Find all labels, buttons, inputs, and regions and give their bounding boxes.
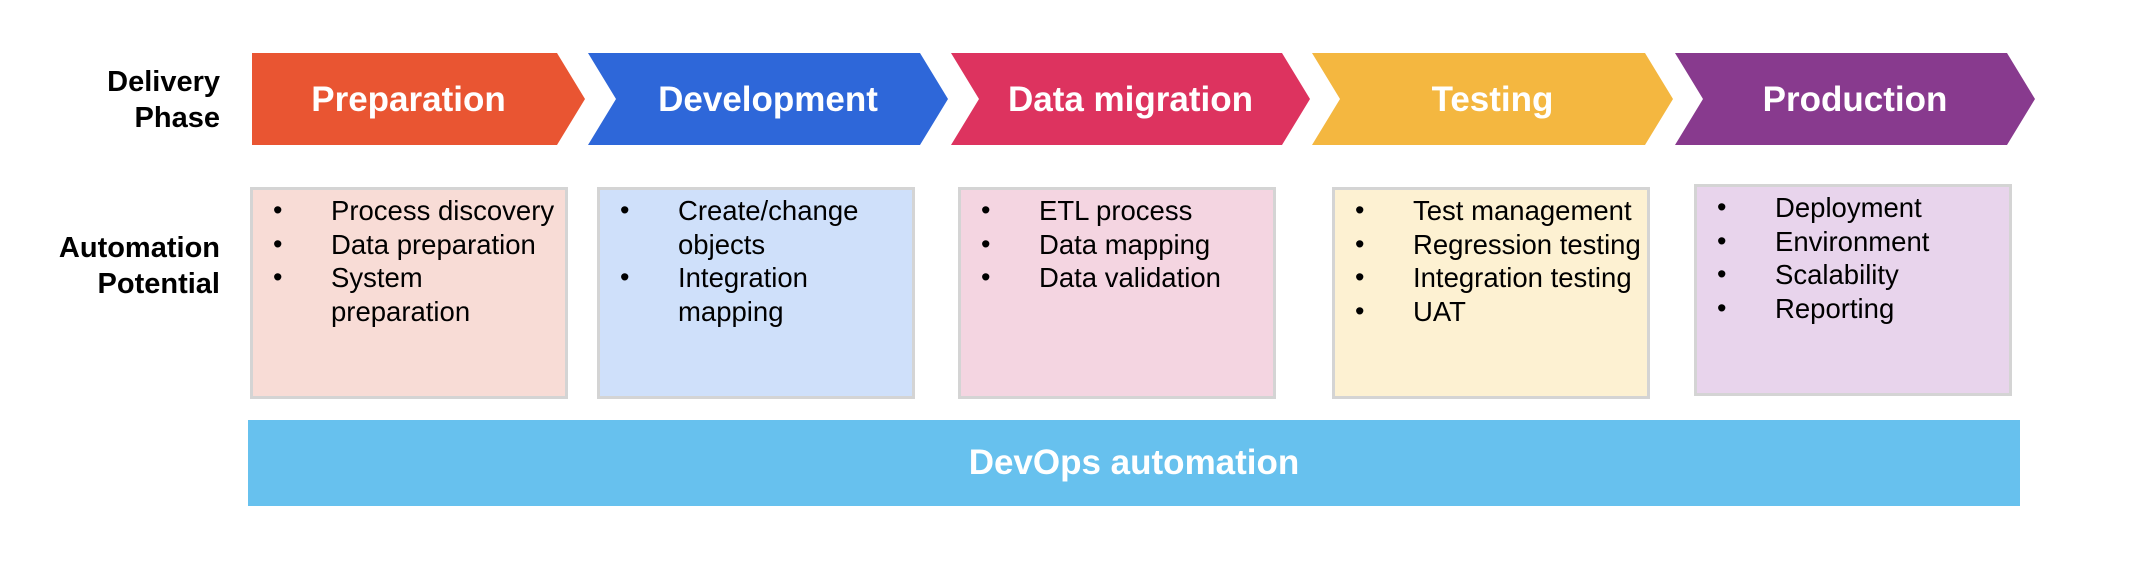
automation-list-item: • Scalability [1697, 258, 2009, 292]
phase-chevron-production [1675, 53, 2035, 145]
phase-chevron-label: Production [1763, 80, 1948, 119]
automation-item-text: Data mapping [1039, 228, 1211, 260]
automation-item-text: UAT [1413, 295, 1466, 327]
automation-list: • ETL process • Data mapping • Data validatio… [961, 194, 1273, 295]
bullet-icon: • [1355, 195, 1365, 225]
bullet-icon: • [273, 228, 283, 259]
automation-list-item: • Data preparation [253, 228, 565, 262]
automation-list-item: • System preparation [253, 261, 565, 328]
bullet-icon: • [273, 195, 283, 225]
automation-list-item: • Integration testing [1335, 261, 1647, 295]
automation-item-text: Regression testing [1413, 228, 1641, 260]
bullet-icon: • [1717, 292, 1727, 323]
automation-item-text: Scalability [1775, 259, 1899, 290]
automation-item-text: System preparation [331, 262, 471, 327]
automation-item-text: Data validation [1039, 262, 1221, 293]
phase-chevron-development [588, 53, 948, 145]
automation-box-development: • Create/change objects • Integration mappi… [597, 187, 915, 399]
automation-list-item: • Data mapping [961, 228, 1273, 262]
automation-list-item: • Create/change objects [600, 194, 912, 261]
automation-list-item: • ETL process [961, 194, 1273, 228]
bullet-icon: • [1717, 259, 1727, 289]
bullet-icon: • [981, 262, 991, 292]
automation-list-item: • Data validation [961, 261, 1273, 295]
automation-list-item: • Reporting [1697, 292, 2009, 326]
phase-chevron-testing [1312, 53, 1673, 145]
bullet-icon: • [273, 262, 283, 292]
bullet-icon: • [1355, 228, 1365, 259]
bullet-icon: • [981, 195, 991, 225]
automation-item-text: Reporting [1775, 292, 1895, 324]
automation-item-text: Environment [1775, 225, 1930, 257]
automation-item-text: Process discovery [331, 195, 555, 226]
automation-list-item: • Test management [1335, 194, 1647, 228]
automation-list: • Process discovery • Data preparation • Syst… [253, 194, 565, 328]
phase-chevron-label: Development [658, 80, 878, 119]
automation-list-item: • Regression testing [1335, 228, 1647, 262]
bullet-icon: • [1717, 225, 1727, 256]
delivery-phase-label: Delivery Phase [107, 66, 220, 134]
bullet-icon: • [620, 262, 630, 292]
phase-chevron-preparation [252, 53, 585, 145]
automation-potential-label: Automation Potential [58, 232, 220, 300]
automation-list-item: • Process discovery [253, 194, 565, 228]
automation-item-text: Integration mapping [678, 262, 808, 327]
automation-list-item: • UAT [1335, 295, 1647, 329]
devops-automation-bar: DevOps automation [248, 420, 2020, 506]
automation-item-text: Create/change objects [678, 195, 859, 260]
automation-item-text: Integration testing [1413, 262, 1632, 293]
automation-box-production: • Deployment • Environment • Scalability • Repo… [1694, 184, 2012, 396]
automation-list-item: • Deployment [1697, 191, 2009, 225]
automation-list-item: • Integration mapping [600, 261, 912, 328]
automation-item-text: Test management [1413, 195, 1632, 226]
phase-chevron-data-migration [951, 53, 1310, 145]
automation-box-data-migration: • ETL process • Data mapping • Data validatio… [958, 187, 1276, 399]
automation-box-testing: • Test management • Regression testing • Inte… [1332, 187, 1650, 399]
automation-item-text: ETL process [1039, 195, 1193, 226]
automation-box-preparation: • Process discovery • Data preparation • Syst… [250, 187, 568, 399]
phase-chevron-label: Testing [1432, 80, 1554, 119]
automation-item-text: Data preparation [331, 228, 536, 260]
bullet-icon: • [1355, 295, 1365, 326]
phase-chevron-label: Preparation [311, 80, 506, 119]
automation-list: • Deployment • Environment • Scalability • Repo… [1697, 191, 2009, 325]
phase-chevron-label: Data migration [1008, 80, 1253, 119]
automation-list: • Create/change objects • Integration mappi… [600, 194, 912, 328]
automation-list-item: • Environment [1697, 225, 2009, 259]
devops-automation-label: DevOps automation [968, 443, 1300, 482]
automation-list: • Test management • Regression testing • Inte… [1335, 194, 1647, 328]
bullet-icon: • [1717, 192, 1727, 222]
bullet-icon: • [1355, 262, 1365, 292]
automation-item-text: Deployment [1775, 192, 1922, 223]
delivery-phase-chevrons: Preparation Development Data migration Test… [252, 53, 2035, 145]
bullet-icon: • [620, 195, 630, 225]
bullet-icon: • [981, 228, 991, 259]
